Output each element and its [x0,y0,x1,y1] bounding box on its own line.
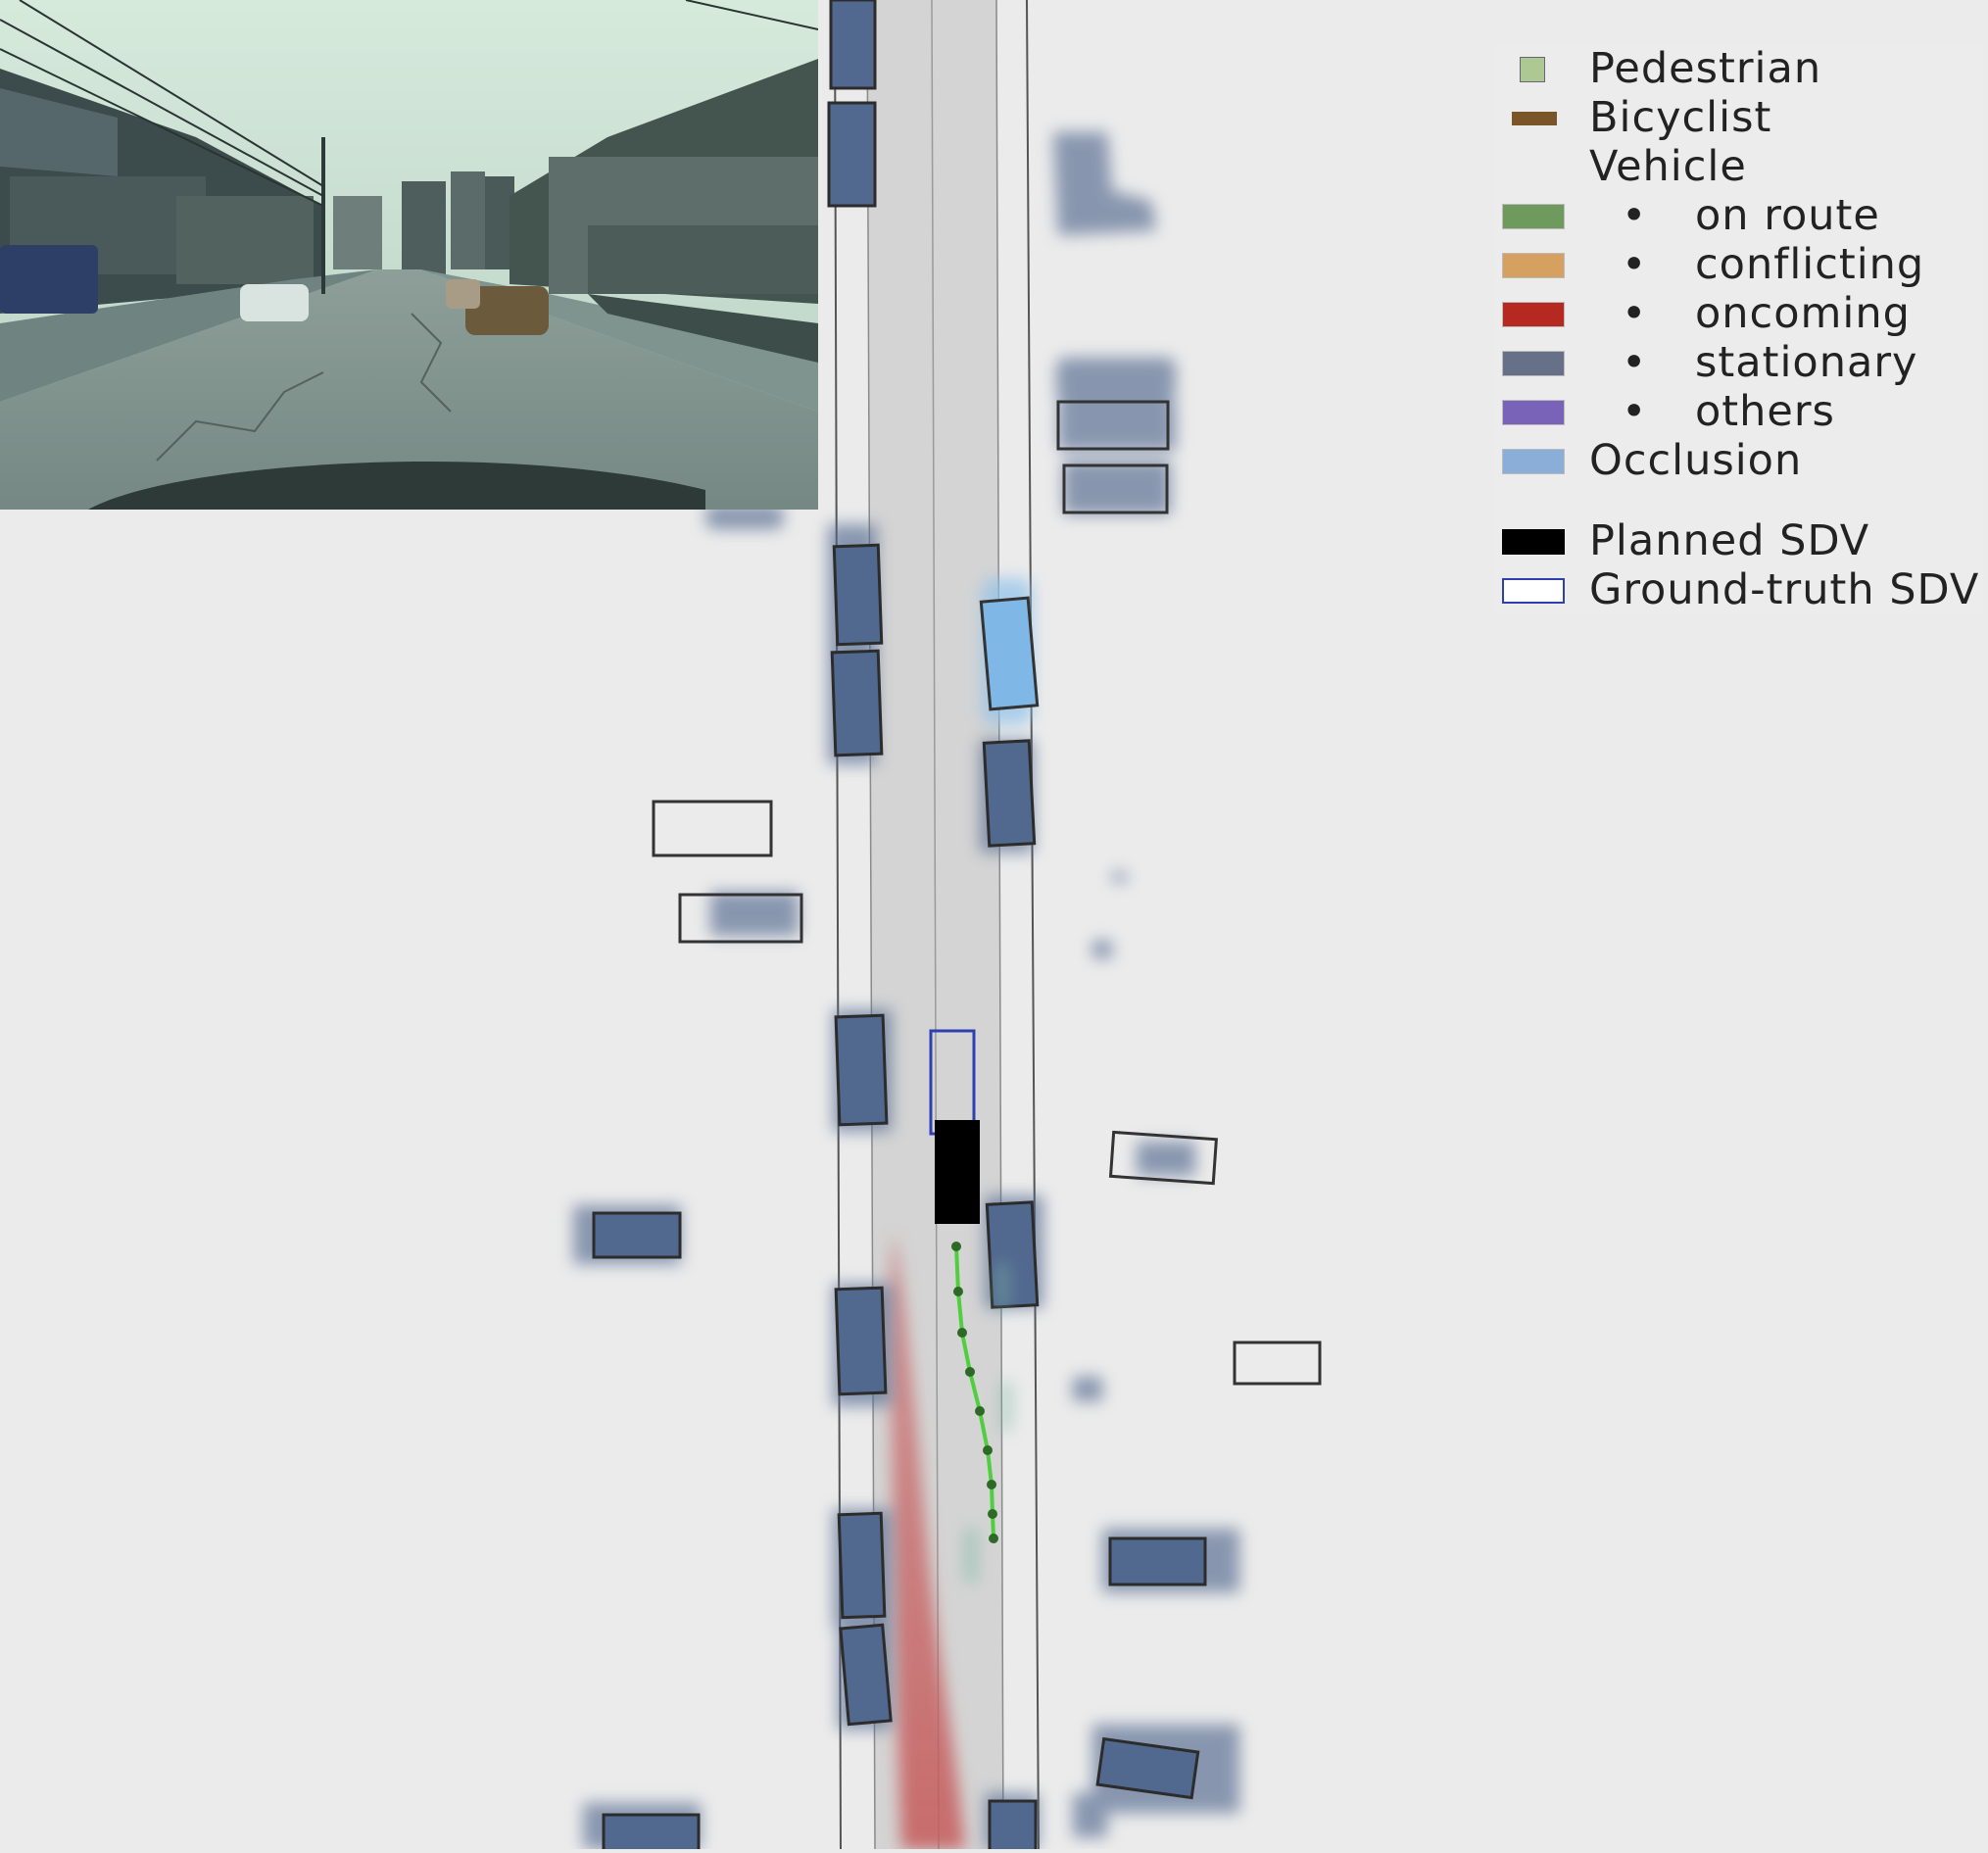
legend-planned-sdv: Planned SDV [1494,516,1984,565]
actor-outline [1056,400,1170,451]
legend-on-route-label: on route [1695,191,1880,240]
actor-outline [1062,463,1169,514]
actor-box [832,543,884,647]
planned-sdv-swatch [1502,529,1565,555]
actor-outline [1108,1130,1219,1186]
legend-vehicle-oncoming: • oncoming [1494,289,1984,338]
actor-box [829,0,877,90]
actor-box [839,1623,893,1727]
bullet-icon: • [1622,240,1648,289]
actor-outline [652,800,773,857]
legend-planned-sdv-label: Planned SDV [1589,516,1870,565]
legend-ground-truth-sdv: Ground-truth SDV [1494,565,1984,614]
legend-oncoming-label: oncoming [1695,289,1911,338]
actor-box [827,101,877,208]
legend: Pedestrian Bicyclist Vehicle • on route … [1494,44,1984,614]
ground-truth-sdv-swatch [1502,578,1565,604]
on-route-swatch [1502,204,1565,229]
legend-occlusion: Occlusion [1494,436,1984,485]
actor-box [834,1286,888,1396]
legend-bicyclist-label: Bicyclist [1589,93,1772,142]
legend-vehicle: Vehicle [1494,142,1984,191]
lane-edge-right [995,0,1004,1850]
legend-vehicle-others: • others [1494,387,1984,436]
actor-box [982,739,1037,848]
bicyclist-swatch [1512,112,1557,125]
pedestrian-occupancy [965,1264,1011,1583]
oncoming-swatch [1502,302,1565,327]
bullet-icon: • [1622,289,1648,338]
actor-box [988,1799,1038,1853]
legend-pedestrian: Pedestrian [1494,44,1984,93]
legend-ground-truth-sdv-label: Ground-truth SDV [1589,565,1980,614]
road-boundary-right [1026,0,1040,1850]
actor-box [830,649,884,757]
oncoming-occupancy [890,1233,965,1849]
planned-sdv [935,1120,980,1224]
legend-occlusion-label: Occlusion [1589,436,1803,485]
lane-center-line [931,0,940,1850]
legend-vehicle-stationary: • stationary [1494,338,1984,387]
actor-box [834,1013,889,1127]
planned-route [951,1242,998,1543]
actor-outline [1233,1341,1322,1386]
outlined-actors [652,400,1322,1386]
occlusion-region [979,578,1040,725]
street-camera-image [0,0,818,510]
actor-box [592,1211,682,1259]
bullet-icon: • [1622,387,1648,436]
others-swatch [1502,400,1565,425]
legend-vehicle-conflicting: • conflicting [1494,240,1984,289]
bullet-icon: • [1622,191,1648,240]
legend-others-label: others [1695,387,1835,436]
bullet-icon: • [1622,338,1648,387]
actor-box [1108,1536,1207,1586]
legend-stationary-label: stationary [1695,338,1918,387]
legend-conflicting-label: conflicting [1695,240,1925,289]
legend-vehicle-label: Vehicle [1589,142,1747,191]
legend-vehicle-on-route: • on route [1494,191,1984,240]
legend-bicyclist: Bicyclist [1494,93,1984,142]
legend-spacer [1494,485,1984,516]
actor-box [1095,1736,1200,1800]
actor-box [602,1813,701,1853]
actor-box [985,1200,1040,1309]
actor-outline [678,893,803,944]
conflicting-swatch [1502,253,1565,278]
occlusion-swatch [1502,449,1565,474]
stationary-swatch [1502,351,1565,376]
legend-pedestrian-label: Pedestrian [1589,44,1822,93]
camera-view [0,0,818,510]
actor-box [837,1511,887,1620]
pedestrian-swatch [1520,57,1545,82]
